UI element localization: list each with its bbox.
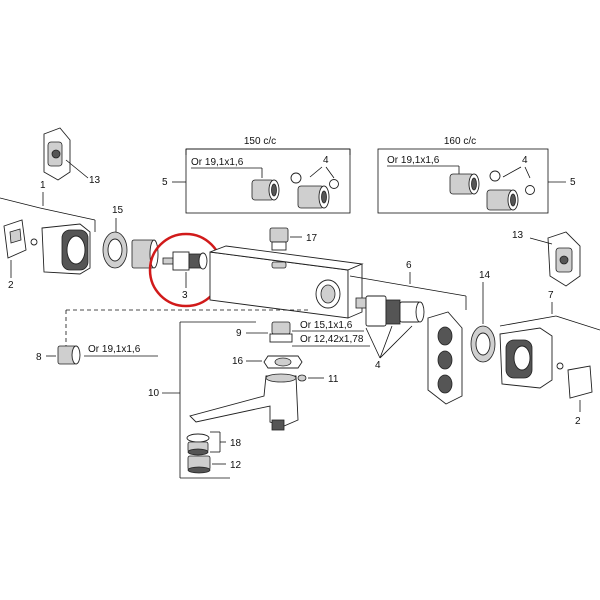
- callout-4: 4: [375, 360, 381, 371]
- ring-part-15: [102, 231, 128, 269]
- right-cover-plate: [567, 365, 593, 399]
- clip-part-13-left: 13: [43, 127, 101, 186]
- callout-14: 14: [479, 270, 491, 281]
- kit-150-oring-b: [329, 179, 339, 189]
- callout-18: 18: [230, 438, 242, 449]
- fitting-part-9: [269, 321, 293, 343]
- callout-13-left: 13: [89, 175, 101, 186]
- kit-150-oring-a: [290, 172, 302, 184]
- spout: [189, 373, 299, 431]
- kit-150-fitting-b: [297, 185, 330, 209]
- seal-label-9b: Or 12,42x1,78: [300, 334, 364, 345]
- kit-150-header: 150 c/c: [244, 136, 276, 147]
- clip-part-13-right: 13: [512, 230, 581, 287]
- callout-12: 12: [230, 460, 242, 471]
- kit-160-seal-label: Or 19,1x1,6: [387, 155, 440, 166]
- aerator-housing-part-12: [187, 455, 211, 474]
- callout-1: 1: [40, 180, 46, 191]
- kit-160-frame: [377, 148, 549, 214]
- fitting-part-8: [57, 345, 81, 365]
- kit-160-part-number: 5: [570, 177, 576, 188]
- callout-3: 3: [182, 290, 188, 301]
- kit-150-frame: [185, 148, 351, 214]
- kit-160-header: 160 c/c: [444, 136, 476, 147]
- seal-label-8: Or 19,1x1,6: [88, 344, 141, 355]
- left-handle-cap: [41, 223, 91, 275]
- kit-150-seal-number: 4: [323, 155, 329, 166]
- seal-label-9a: Or 15,1x1,6: [300, 320, 353, 331]
- fitting-part-17: [269, 227, 289, 251]
- kit-160-fitting-a: [449, 173, 480, 195]
- kit-150-part-number: 5: [162, 177, 168, 188]
- callout-2-left: 2: [8, 280, 14, 291]
- callout-8: 8: [36, 352, 42, 363]
- mounting-plate: [427, 311, 463, 405]
- screw-part-11: [297, 374, 307, 382]
- callout-15: 15: [112, 205, 124, 216]
- callout-10: 10: [148, 388, 160, 399]
- left-screw: [30, 238, 38, 246]
- callout-16: 16: [232, 356, 244, 367]
- callout-6: 6: [406, 260, 412, 271]
- callout-9: 9: [236, 328, 242, 339]
- kit-box-160: 160 c/c Or 19,1x1,6 4 5: [377, 136, 576, 214]
- callout-7: 7: [548, 290, 554, 301]
- kit-160-oring-b: [525, 185, 535, 195]
- callout-17: 17: [306, 233, 318, 244]
- kit-160-fitting-b: [486, 189, 519, 211]
- kit-160-oring-a: [489, 170, 501, 182]
- callout-11: 11: [328, 374, 339, 385]
- kit-150-seal-label: Or 19,1x1,6: [191, 157, 244, 168]
- kit-150-fitting-a: [251, 179, 280, 201]
- kit-box-150: 150 c/c Or 19,1x1,6 4 5: [162, 136, 351, 214]
- left-cover-plate: [3, 219, 27, 259]
- ring-part-14: [470, 325, 496, 363]
- thermostatic-cartridge: [355, 295, 425, 327]
- nut-part-16: [263, 355, 303, 369]
- aerator-part-18: [186, 433, 210, 456]
- kit-160-seal-number: 4: [522, 155, 528, 166]
- callout-13-right: 13: [512, 230, 524, 241]
- cartridge-part-3: [162, 251, 208, 271]
- right-screw: [556, 362, 564, 370]
- main-body: [209, 245, 364, 319]
- right-handle-cap: [499, 327, 553, 389]
- callout-2-right: 2: [575, 416, 581, 427]
